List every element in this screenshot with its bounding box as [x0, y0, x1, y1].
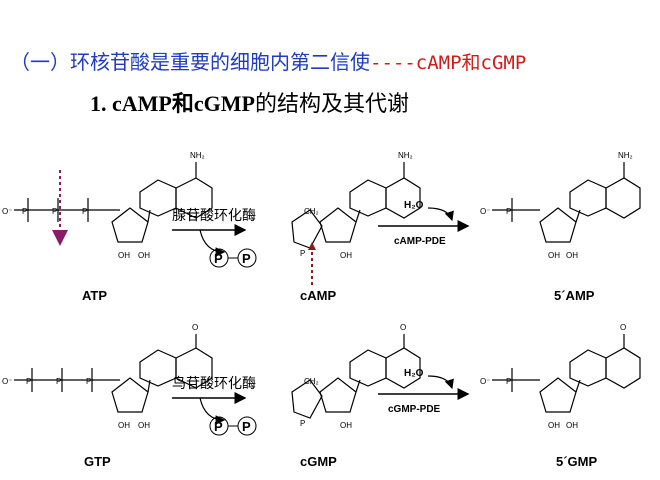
5gmp-o: O — [620, 323, 626, 332]
cleavage-marker-camp-head — [308, 242, 316, 250]
cgmp-ch2: CH₂ — [304, 377, 319, 386]
ppi-release-arrow-1 — [199, 229, 226, 257]
gtp-label: GTP — [84, 454, 111, 469]
pyrophosphate-p-2b: P — [242, 419, 251, 434]
subheading-bold: cAMP和cGMP — [112, 91, 255, 116]
atp-oh-1: OH — [118, 251, 130, 260]
gtp-phosphate-3: P — [86, 377, 91, 386]
5gmp-oh-2: OH — [566, 421, 578, 430]
atp-phosphate-2: P — [52, 207, 57, 216]
slide-heading-camp-cgmp: cAMP和cGMP — [415, 52, 527, 74]
slide-heading: （一）环核苷酸是重要的细胞内第二信使----cAMP和cGMP — [10, 46, 526, 75]
5amp-molecule — [492, 162, 641, 243]
atp-o-minus: O⁻ — [2, 207, 12, 216]
atp-label: ATP — [82, 288, 107, 303]
guanylate-cyclase-label: 鸟苷酸环化酶 — [172, 375, 256, 391]
slide-heading-main: （一）环核苷酸是重要的细胞内第二信使 — [10, 50, 370, 74]
camp-nh2: NH₂ — [398, 151, 413, 160]
gtp-o-minus: O⁻ — [2, 377, 12, 386]
5amp-oh-2: OH — [566, 251, 578, 260]
water-label-1: H₂O — [404, 200, 424, 211]
gtp-molecule — [14, 334, 213, 413]
5gmp-oh-1: OH — [548, 421, 560, 430]
water-arrow-1 — [427, 207, 454, 222]
cgmp-phosphate: P — [300, 419, 305, 428]
adenylate-cyclase-label: 腺苷酸环化酶 — [172, 207, 256, 223]
cgmp-oh: OH — [340, 421, 352, 430]
water-label-2: H₂O — [404, 368, 424, 379]
atp-phosphate-1: P — [22, 207, 27, 216]
atp-nh2: NH₂ — [190, 151, 205, 160]
subheading-rest: 的结构及其代谢 — [254, 92, 409, 117]
5gmp-o-minus: O⁻ — [480, 377, 490, 386]
cgmp-o: O — [400, 323, 406, 332]
5amp-oh-1: OH — [548, 251, 560, 260]
gtp-phosphate-1: P — [26, 377, 31, 386]
section-subheading: 1. cAMP和cGMP的结构及其代谢 — [90, 86, 409, 118]
gtp-oh-1: OH — [118, 421, 130, 430]
5gmp-phosphate: P — [506, 377, 511, 386]
5gmp-molecule — [492, 334, 641, 413]
pyrophosphate-p-1a: P — [214, 251, 223, 266]
5amp-phosphate: P — [506, 207, 511, 216]
slide-heading-dashes: ---- — [370, 52, 416, 74]
atp-phosphate-3: P — [82, 207, 87, 216]
atp-oh-2: OH — [138, 251, 150, 260]
subheading-number: 1. — [90, 91, 112, 116]
gtp-o: O — [192, 323, 198, 332]
camp-phosphate: P — [300, 249, 305, 258]
cgmp-label: cGMP — [300, 454, 337, 469]
gtp-oh-2: OH — [138, 421, 150, 430]
ppi-release-arrow-2 — [199, 397, 226, 425]
camp-molecule — [291, 162, 421, 249]
pyrophosphate-p-2a: P — [214, 419, 223, 434]
5amp-label: 5´AMP — [554, 288, 595, 303]
reaction-scheme: P P P O⁻ OH OH NH₂ 腺苷酸环化酶 P P P OH NH₂ C… — [2, 151, 641, 469]
5amp-o-minus: O⁻ — [480, 207, 490, 216]
water-arrow-2 — [427, 375, 454, 390]
pyrophosphate-p-1b: P — [242, 251, 251, 266]
atp-molecule — [14, 162, 213, 243]
5gmp-label: 5´GMP — [556, 454, 598, 469]
gtp-phosphate-2: P — [56, 377, 61, 386]
camp-pde-label: cAMP-PDE — [394, 236, 446, 247]
camp-label: cAMP — [300, 288, 336, 303]
cgmp-pde-label: cGMP-PDE — [388, 404, 441, 415]
5amp-nh2: NH₂ — [618, 151, 633, 160]
pyrophosphate-2: P P — [209, 416, 257, 436]
camp-oh: OH — [340, 251, 352, 260]
camp-ch2: CH₂ — [304, 207, 319, 216]
cgmp-molecule — [291, 334, 421, 419]
pyrophosphate-1: P P — [209, 248, 257, 268]
